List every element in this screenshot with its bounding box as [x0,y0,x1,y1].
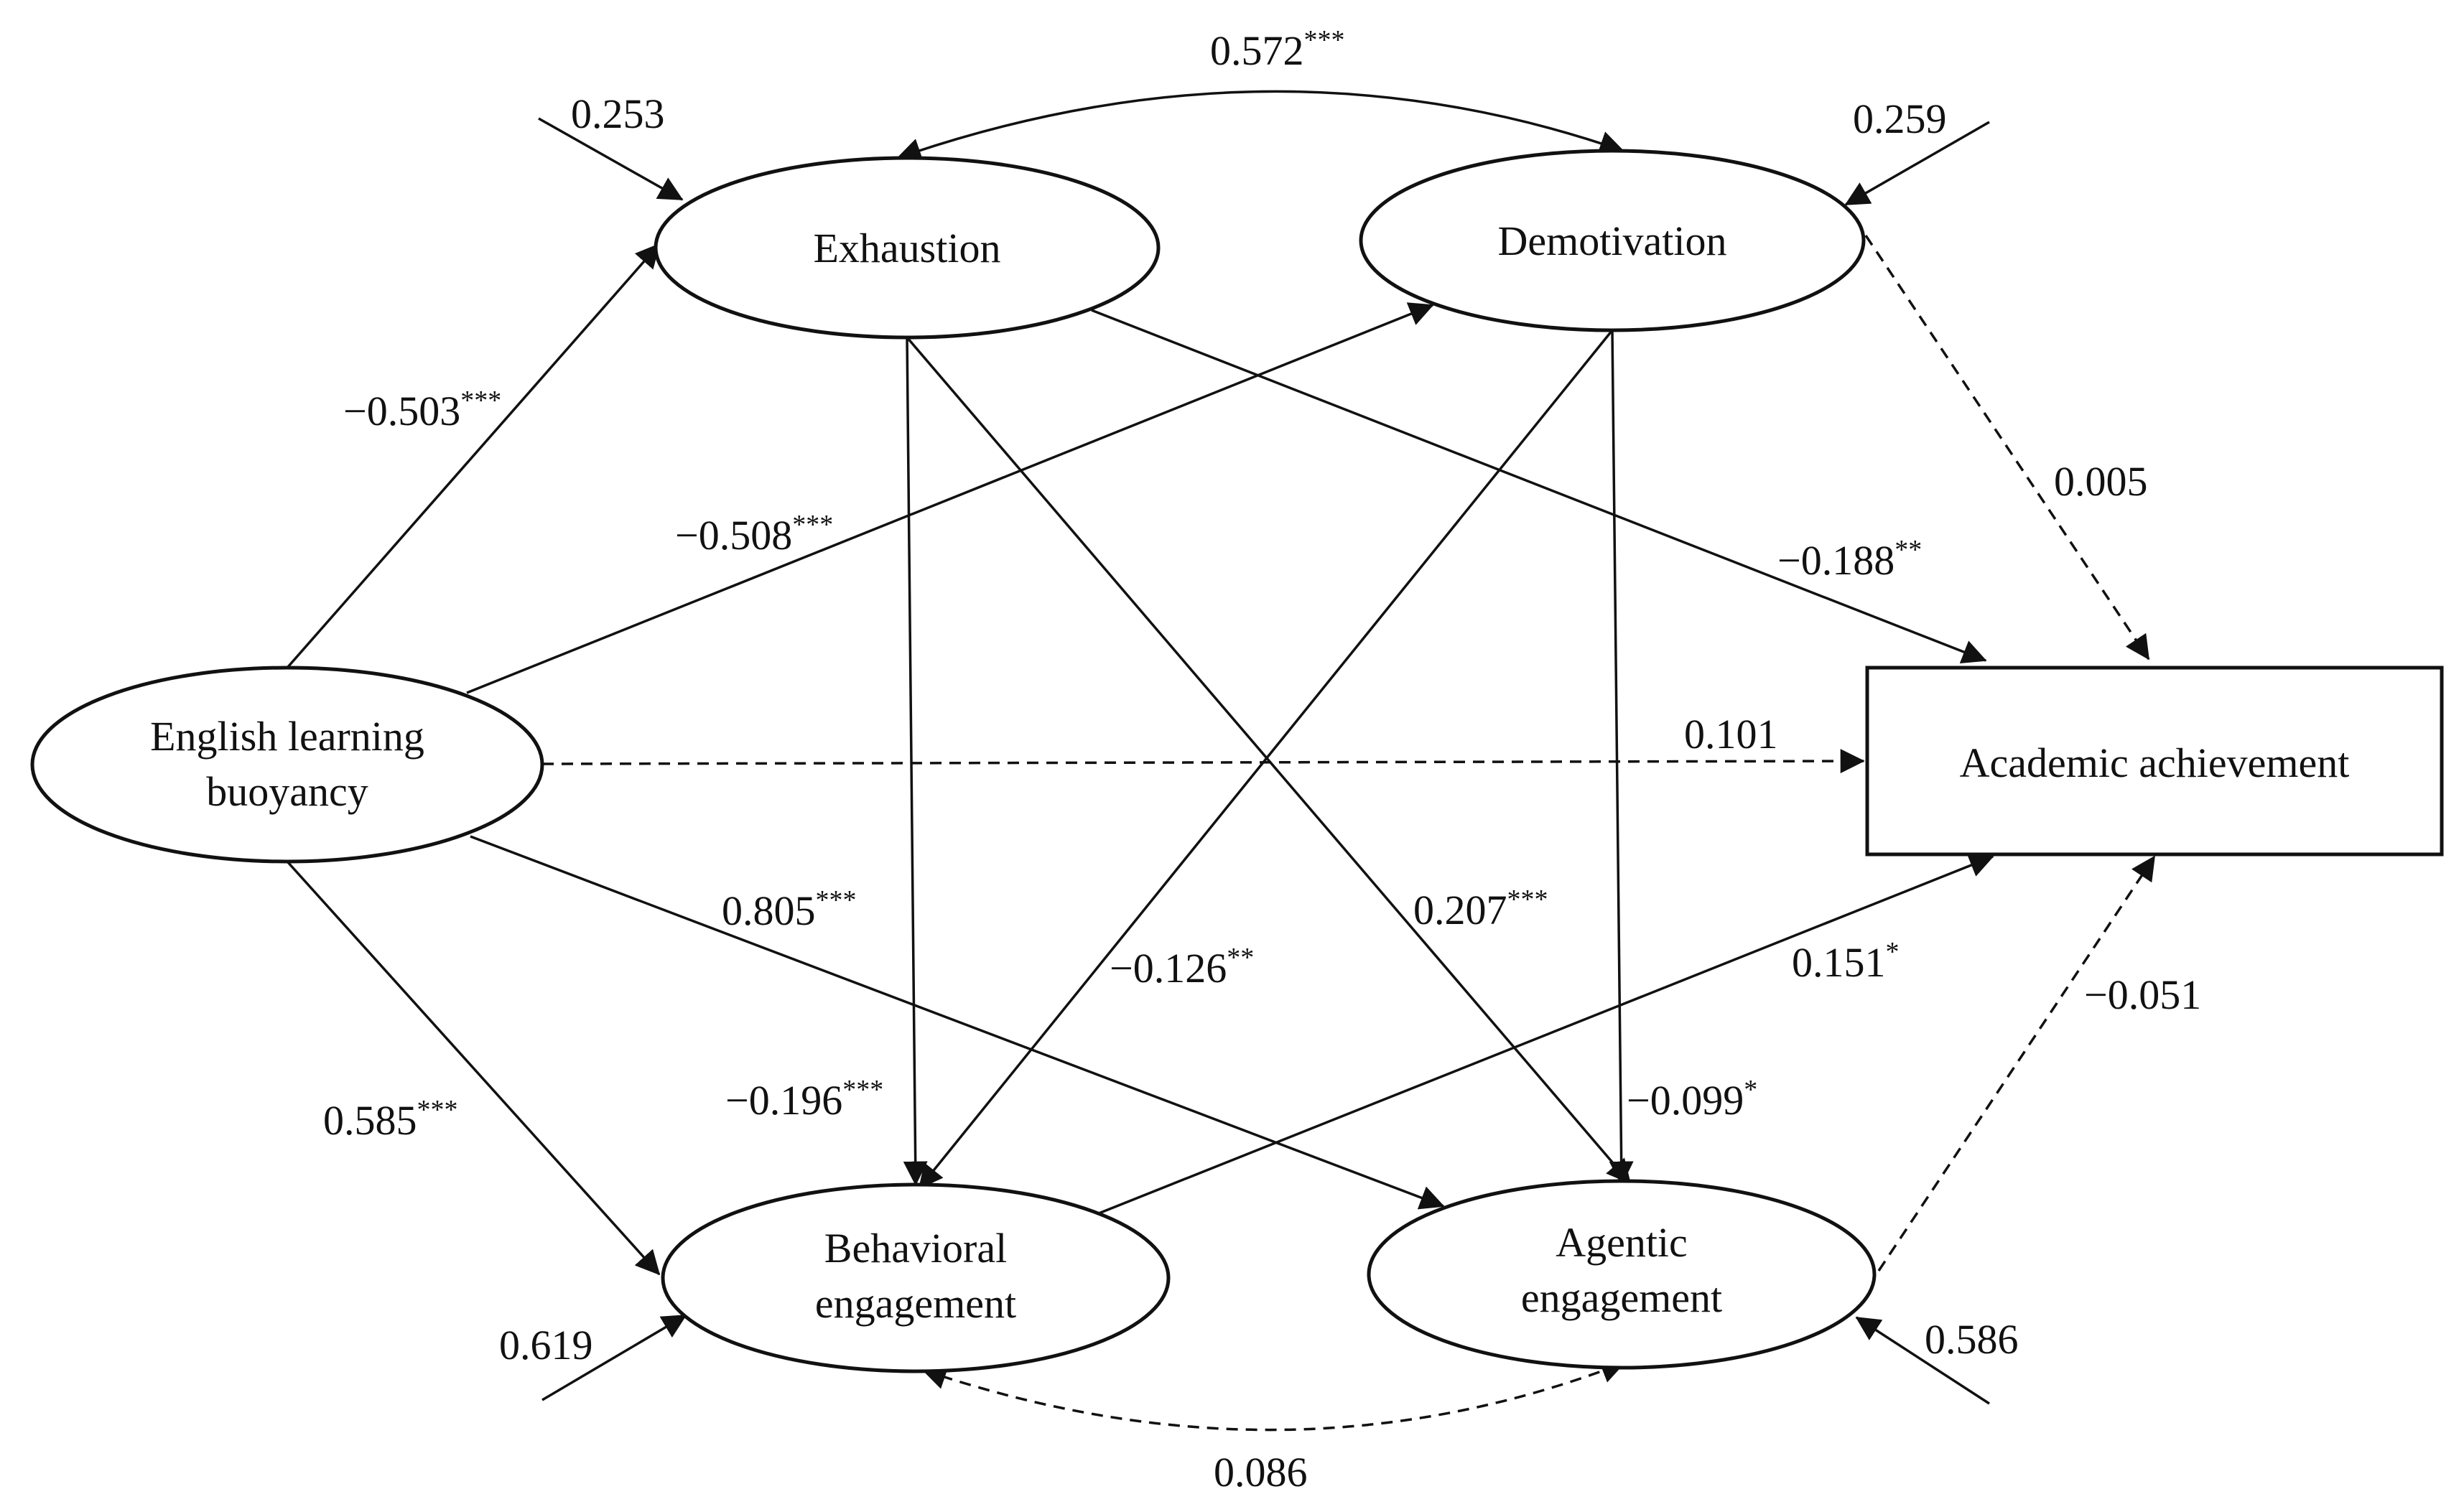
path-demotivation-agentic [1609,330,1634,1186]
coef-demotivation-achievement: 0.005 [2054,458,2148,505]
coef-buoyancy-demotivation: −0.508*** [675,510,833,559]
coef-behavioral-achievement: 0.151* [1792,937,1900,986]
coef-buoyancy-achievement: 0.101 [1684,711,1778,757]
path-agentic-achievement [1877,855,2156,1271]
residual-arrow-exhaustion [538,117,684,201]
residual-behavioral: 0.619 [499,1322,593,1368]
residual-exhaustion: 0.253 [571,90,665,137]
node-buoyancy-label-line2: buoyancy [206,768,368,815]
node-agentic-label-line2: engagement [1521,1274,1722,1321]
node-achievement-label: Academic achievement [1960,739,2350,786]
path-exhaustion-achievement [1091,309,1987,664]
node-exhaustion-label: Exhaustion [814,225,1001,271]
coef-exhaustion-agentic: 0.207*** [1413,885,1548,933]
node-buoyancy: English learning buoyancy [30,666,544,864]
path-buoyancy-achievement [541,749,1865,774]
node-exhaustion: Exhaustion [654,156,1161,340]
cov-exhaustion-demotivation [896,90,1624,162]
path-exhaustion-agentic [906,336,1632,1185]
coef-demotivation-behavioral: −0.126** [1110,943,1254,991]
coef-exhaustion-achievement: −0.188** [1777,535,1922,584]
residual-arrow-demotivation [1844,121,1990,206]
cov-behavioral-agentic [921,1359,1626,1432]
path-behavioral-achievement [1098,854,1994,1215]
path-buoyancy-agentic [470,835,1445,1210]
coef-behavioral-agentic: 0.086 [1214,1449,1308,1495]
coef-demotivation-agentic: −0.099* [1627,1075,1757,1124]
node-buoyancy-label-line1: English learning [150,713,424,760]
node-behavioral-engagement: Behavioral engagement [661,1182,1171,1373]
coef-buoyancy-behavioral: 0.585*** [323,1095,458,1144]
node-demotivation: Demotivation [1359,149,1866,332]
path-demotivation-achievement [1864,235,2150,661]
path-buoyancy-behavioral [286,860,661,1276]
path-buoyancy-exhaustion [286,243,661,669]
residual-arrow-behavioral [541,1314,687,1401]
path-demotivation-behavioral [918,329,1614,1190]
coef-exhaustion-demotivation: 0.572*** [1210,25,1345,74]
residual-agentic: 0.586 [1925,1316,2019,1363]
coef-buoyancy-exhaustion: −0.503*** [343,386,501,434]
coef-agentic-achievement: −0.051 [2084,971,2201,1018]
node-behavioral-label-line2: engagement [815,1280,1016,1327]
node-agentic-label-line1: Agentic [1556,1219,1688,1266]
node-academic-achievement: Academic achievement [1865,666,2444,857]
path-buoyancy-demotivation [466,302,1434,694]
path-exhaustion-behavioral [903,337,928,1186]
residual-demotivation: 0.259 [1853,95,1947,142]
coef-exhaustion-behavioral: −0.196*** [725,1075,883,1124]
coef-buoyancy-agentic: 0.805*** [722,885,857,934]
node-demotivation-label: Demotivation [1498,218,1727,264]
residual-arrow-agentic [1855,1316,1990,1405]
node-agentic-engagement: Agentic engagement [1367,1179,1877,1370]
node-behavioral-label-line1: Behavioral [824,1225,1007,1271]
